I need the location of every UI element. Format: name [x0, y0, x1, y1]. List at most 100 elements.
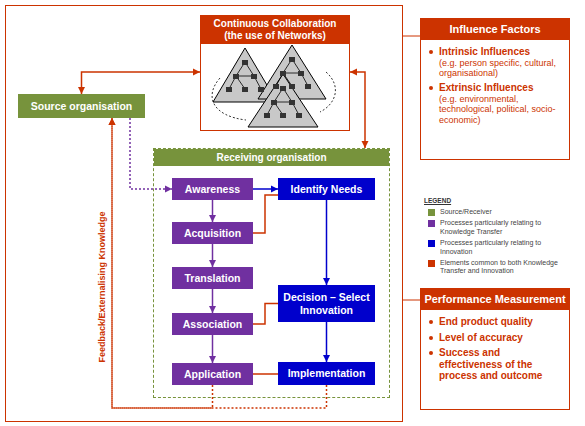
process-box: Application — [172, 363, 253, 385]
box-label: Identify Needs — [291, 183, 363, 195]
organisation-region: Receiving organisationAwareness Identify … — [153, 148, 390, 398]
connector — [209, 335, 216, 363]
legend-row: Processes particularly relating to Knowl… — [424, 219, 574, 236]
organisation-box: Source organisation — [18, 94, 145, 118]
box-label: Awareness — [185, 183, 240, 195]
legend: LEGEND Source/ReceiverProcesses particula… — [424, 197, 574, 279]
process-box: Acquisition — [172, 222, 253, 244]
connector-line — [253, 304, 278, 325]
arrow-head — [209, 215, 216, 222]
arrow-head — [109, 118, 116, 125]
header-text: Continuous Collaboration (the use of Net… — [207, 18, 343, 42]
box-label: Implementation — [288, 367, 366, 379]
arrow-head — [362, 141, 369, 148]
frame-link — [402, 300, 420, 301]
legend-text: Elements common to both Knowledge Transf… — [440, 259, 570, 276]
legend-text: Processes particularly relating to Knowl… — [440, 219, 570, 236]
bullet-item: Intrinsic Influences(e.g. person specifi… — [429, 46, 564, 78]
box-label: Association — [183, 318, 243, 330]
connector-line — [253, 195, 278, 233]
arrow-head — [350, 69, 357, 76]
header-text: Performance Measurement — [424, 293, 566, 306]
box-label: Translation — [184, 272, 240, 284]
arrow-head — [165, 186, 172, 193]
edge-label: Feedback/Externalising Knowledge — [96, 211, 106, 362]
connector-line — [212, 200, 214, 222]
decision-box: Decision – Select Innovation — [278, 285, 375, 322]
connector — [253, 195, 278, 233]
header-band: Continuous Collaboration (the use of Net… — [201, 16, 349, 44]
arrow-head — [323, 355, 330, 362]
process-box: Implementation — [278, 362, 375, 385]
header-text: Receiving organisation — [154, 149, 389, 166]
arrow-head — [193, 69, 200, 76]
connector — [209, 244, 216, 267]
legend-swatch — [428, 240, 435, 247]
bullet-item: Level of accuracy — [429, 332, 564, 344]
arrow-head — [271, 186, 278, 193]
bullet-text: Intrinsic Influences — [439, 46, 564, 58]
outer-frame — [6, 6, 403, 422]
connector — [78, 69, 200, 95]
factor-panel: Influence FactorsIntrinsic Influences(e.… — [420, 18, 570, 160]
box-label: Application — [184, 368, 241, 380]
bullet-dot — [429, 351, 433, 355]
legend-title: LEGEND — [424, 197, 574, 204]
connector — [253, 304, 278, 325]
connector-line — [253, 188, 278, 190]
connector — [209, 200, 216, 222]
arrow-head — [209, 260, 216, 267]
bullet-dot — [429, 336, 433, 340]
box-label: Source organisation — [31, 100, 133, 112]
header-band: Receiving organisation — [154, 149, 389, 166]
connector-line — [350, 72, 365, 148]
process-box: Awareness — [172, 178, 253, 200]
bullet-text: Extrinsic Influences — [439, 82, 564, 94]
legend-text: Processes particularly relating to Innov… — [440, 239, 570, 256]
connector — [253, 186, 278, 193]
connector-line — [212, 289, 214, 313]
bullet-dot — [429, 86, 433, 90]
arrow-head — [109, 118, 116, 125]
legend-row: Processes particularly relating to Innov… — [424, 239, 574, 256]
bullet-text: (e.g. environmental, technological, poli… — [439, 94, 564, 125]
frame-link — [402, 36, 420, 37]
header-band: Performance Measurement — [421, 289, 569, 310]
connector — [323, 322, 330, 362]
process-box: Identify Needs — [278, 178, 375, 200]
arrow-head — [209, 306, 216, 313]
bullet-item: End product quality — [429, 316, 564, 328]
bullet-text: Level of accuracy — [439, 332, 523, 344]
legend-swatch — [428, 260, 435, 267]
panel-body: End product qualityLevel of accuracySucc… — [421, 310, 569, 389]
legend-text: Source/Receiver — [440, 208, 570, 216]
legend-row: Source/Receiver — [424, 208, 574, 216]
network-box: Continuous Collaboration (the use of Net… — [200, 15, 350, 131]
legend-row: Elements common to both Knowledge Transf… — [424, 259, 574, 276]
connector-line — [212, 244, 214, 267]
bullet-text: End product quality — [439, 316, 533, 328]
connector-line — [326, 322, 328, 362]
connector-line — [212, 335, 214, 363]
legend-swatch — [428, 220, 435, 227]
process-box: Translation — [172, 267, 253, 289]
bullet-item: Success and effectiveness of the process… — [429, 347, 564, 382]
measure-panel: Performance MeasurementEnd product quali… — [420, 288, 570, 410]
bullet-dot — [429, 50, 433, 54]
arrow-head — [323, 278, 330, 285]
connector-line — [82, 72, 201, 94]
bullet-text: Success and effectiveness of the process… — [439, 347, 564, 382]
bullet-dot — [429, 320, 433, 324]
connector-line — [326, 200, 328, 285]
connector — [350, 69, 369, 149]
header-band: Influence Factors — [421, 19, 569, 40]
header-text: Influence Factors — [424, 23, 566, 36]
box-label: Decision – Select Innovation — [280, 291, 373, 315]
box-label: Acquisition — [184, 227, 241, 239]
connector — [323, 200, 330, 285]
process-box: Association — [172, 313, 253, 335]
arrow-head — [78, 87, 85, 94]
bullet-item: Extrinsic Influences(e.g. environmental,… — [429, 82, 564, 125]
arrow-head — [209, 356, 216, 363]
